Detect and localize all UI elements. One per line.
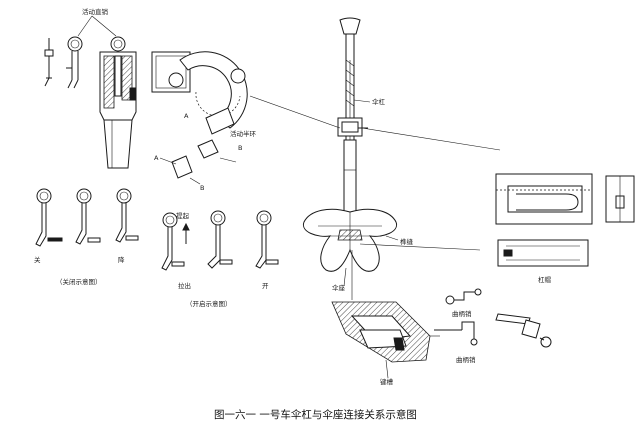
- groove-label: 键槽: [380, 377, 394, 386]
- close-diagram-caption: （关闭示意图）: [56, 277, 102, 286]
- ring-pin-drawing: [66, 36, 83, 89]
- small-pin-drawing: [44, 38, 54, 87]
- lower-label: 降: [118, 255, 125, 264]
- pole-cap-label: 杠帽: [538, 275, 552, 284]
- pole-cap-detail: 杠帽: [495, 173, 635, 284]
- pin-housing-section: [99, 36, 137, 169]
- open-pin-3: [255, 210, 279, 269]
- section-a-lower: A: [154, 154, 159, 162]
- close-pin-2: [75, 188, 101, 245]
- section-a-upper: A: [184, 112, 189, 120]
- seat-section-detail: 键槽: [331, 301, 440, 386]
- close-pin-1: [35, 188, 63, 247]
- mortise-label: 榫缝: [400, 237, 414, 246]
- figure-caption: 图一六一 一号车伞杠与伞座连接关系示意图: [214, 408, 417, 421]
- leader-line-right: [361, 127, 501, 151]
- umbrella-pole-label: 伞杠: [372, 97, 386, 106]
- open-pin-1: [161, 212, 190, 271]
- open-label: 开: [262, 282, 269, 290]
- swivel-ring-label: 活动半环: [230, 129, 257, 138]
- section-b-upper: B: [238, 144, 242, 152]
- leader-line-left: [249, 95, 341, 129]
- active-pin-detail: 活动直销: [44, 7, 137, 169]
- crank-pin-lower-label: 曲柄销: [456, 355, 476, 364]
- open-diagram: 提起 拉出 开 （开启示意图）: [161, 210, 279, 308]
- open-pin-2: [207, 210, 233, 269]
- crank-pin-detail: 曲柄销 曲柄销: [434, 288, 552, 364]
- leader-line-bottom: [359, 243, 481, 251]
- umbrella-seat-label: 伞座: [332, 283, 346, 292]
- active-pin-label: 活动直销: [82, 7, 109, 16]
- umbrella-assembly: 伞杠 伞座 榫缝: [302, 17, 414, 292]
- lift-label: 提起: [176, 211, 190, 220]
- pull-out-label: 拉出: [178, 281, 191, 290]
- crank-pin-upper-label: 曲柄销: [452, 309, 472, 318]
- section-b-lower: B: [200, 184, 204, 192]
- swivel-ring-detail: A B A B 活动半环: [151, 51, 257, 192]
- close-diagram: 关 降 （关闭示意图）: [34, 188, 139, 286]
- close-pin-3: [115, 188, 139, 243]
- open-diagram-caption: （开启示意图）: [186, 299, 232, 308]
- close-label: 关: [34, 255, 41, 264]
